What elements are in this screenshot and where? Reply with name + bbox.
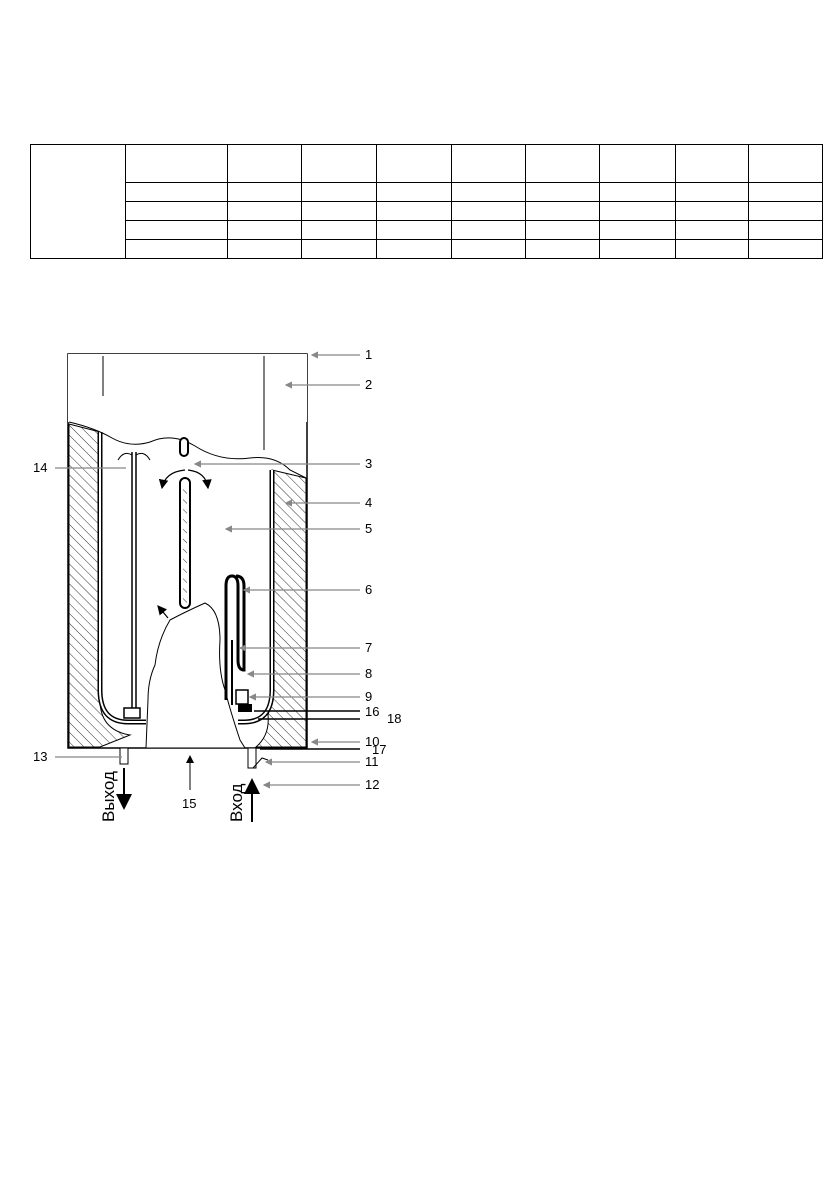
table-row [30,144,823,259]
callout-13: 13 [33,749,47,764]
table-cell [748,144,823,183]
table-cell [451,182,526,202]
callout-9: 9 [365,689,372,704]
top-cover [68,354,307,422]
table-cell [451,239,526,259]
table-row [31,239,823,259]
table-cell [125,220,228,240]
callout-8: 8 [365,666,372,681]
table-cell [748,201,823,221]
table-cell [376,201,452,221]
table-cell [675,239,749,259]
spec-table [30,144,823,259]
callout-4: 4 [365,495,372,510]
callout-6: 6 [365,582,372,597]
table-cell [227,239,302,259]
table-cell [301,239,377,259]
table-cell [301,201,377,221]
table-cell [227,201,302,221]
table-cell [376,182,452,202]
table-cell [599,220,676,240]
table-cell [125,182,228,202]
table-cell [376,239,452,259]
heating-element [224,574,246,700]
table-cell [451,201,526,221]
table-cell [525,144,600,183]
table-cell [599,239,676,259]
table-cell [599,144,676,183]
table-cell [227,182,302,202]
inlet-pipe [247,747,257,769]
table-cell [748,220,823,240]
table-cell [125,239,228,259]
callout-leaders [55,351,360,789]
table-cell [227,144,302,183]
inlet-label: Вход [227,783,246,822]
table-cell [525,182,600,202]
table-cell [125,201,228,221]
callout-2: 2 [365,377,372,392]
callout-14: 14 [33,460,47,475]
callout-11: 11 [365,754,379,769]
table-cell [675,201,749,221]
callout-5: 5 [365,521,372,536]
table-cell [748,239,823,259]
table-cell [227,220,302,240]
table-cell [525,239,600,259]
callout-18: 18 [387,711,401,726]
table-cell [599,182,676,202]
table-cell [675,220,749,240]
table-cell [376,144,452,183]
outlet-label: Выход [99,771,118,822]
callout-7: 7 [365,640,372,655]
table-cell [748,182,823,202]
callout-16: 16 [365,704,379,719]
table-cell [301,220,377,240]
table-cell [525,220,600,240]
table-cell [376,220,452,240]
table-cell [675,182,749,202]
table-row [31,220,823,240]
table-cell [451,144,526,183]
table-row [31,182,823,202]
table-cell [675,144,749,183]
callout-3: 3 [365,456,372,471]
water-heater-diagram: 1 2 3 4 5 6 7 8 9 16 18 10 17 11 12 13 1… [33,347,401,822]
table-cell-merged [30,144,126,259]
callout-17: 17 [372,742,386,757]
table-cell [301,144,377,183]
table-cell [301,182,377,202]
insulation-right [254,469,307,748]
outlet-pipe [119,747,129,765]
table-row [31,201,823,221]
table-cell [525,201,600,221]
cutaway-edge-top [68,421,307,479]
flange [235,689,249,705]
table-cell [451,220,526,240]
callout-1: 1 [365,347,372,362]
callout-10: 10 [365,734,379,749]
table-cell [125,144,228,183]
callout-15: 15 [182,796,196,811]
table-cell [599,201,676,221]
callout-12: 12 [365,777,379,792]
